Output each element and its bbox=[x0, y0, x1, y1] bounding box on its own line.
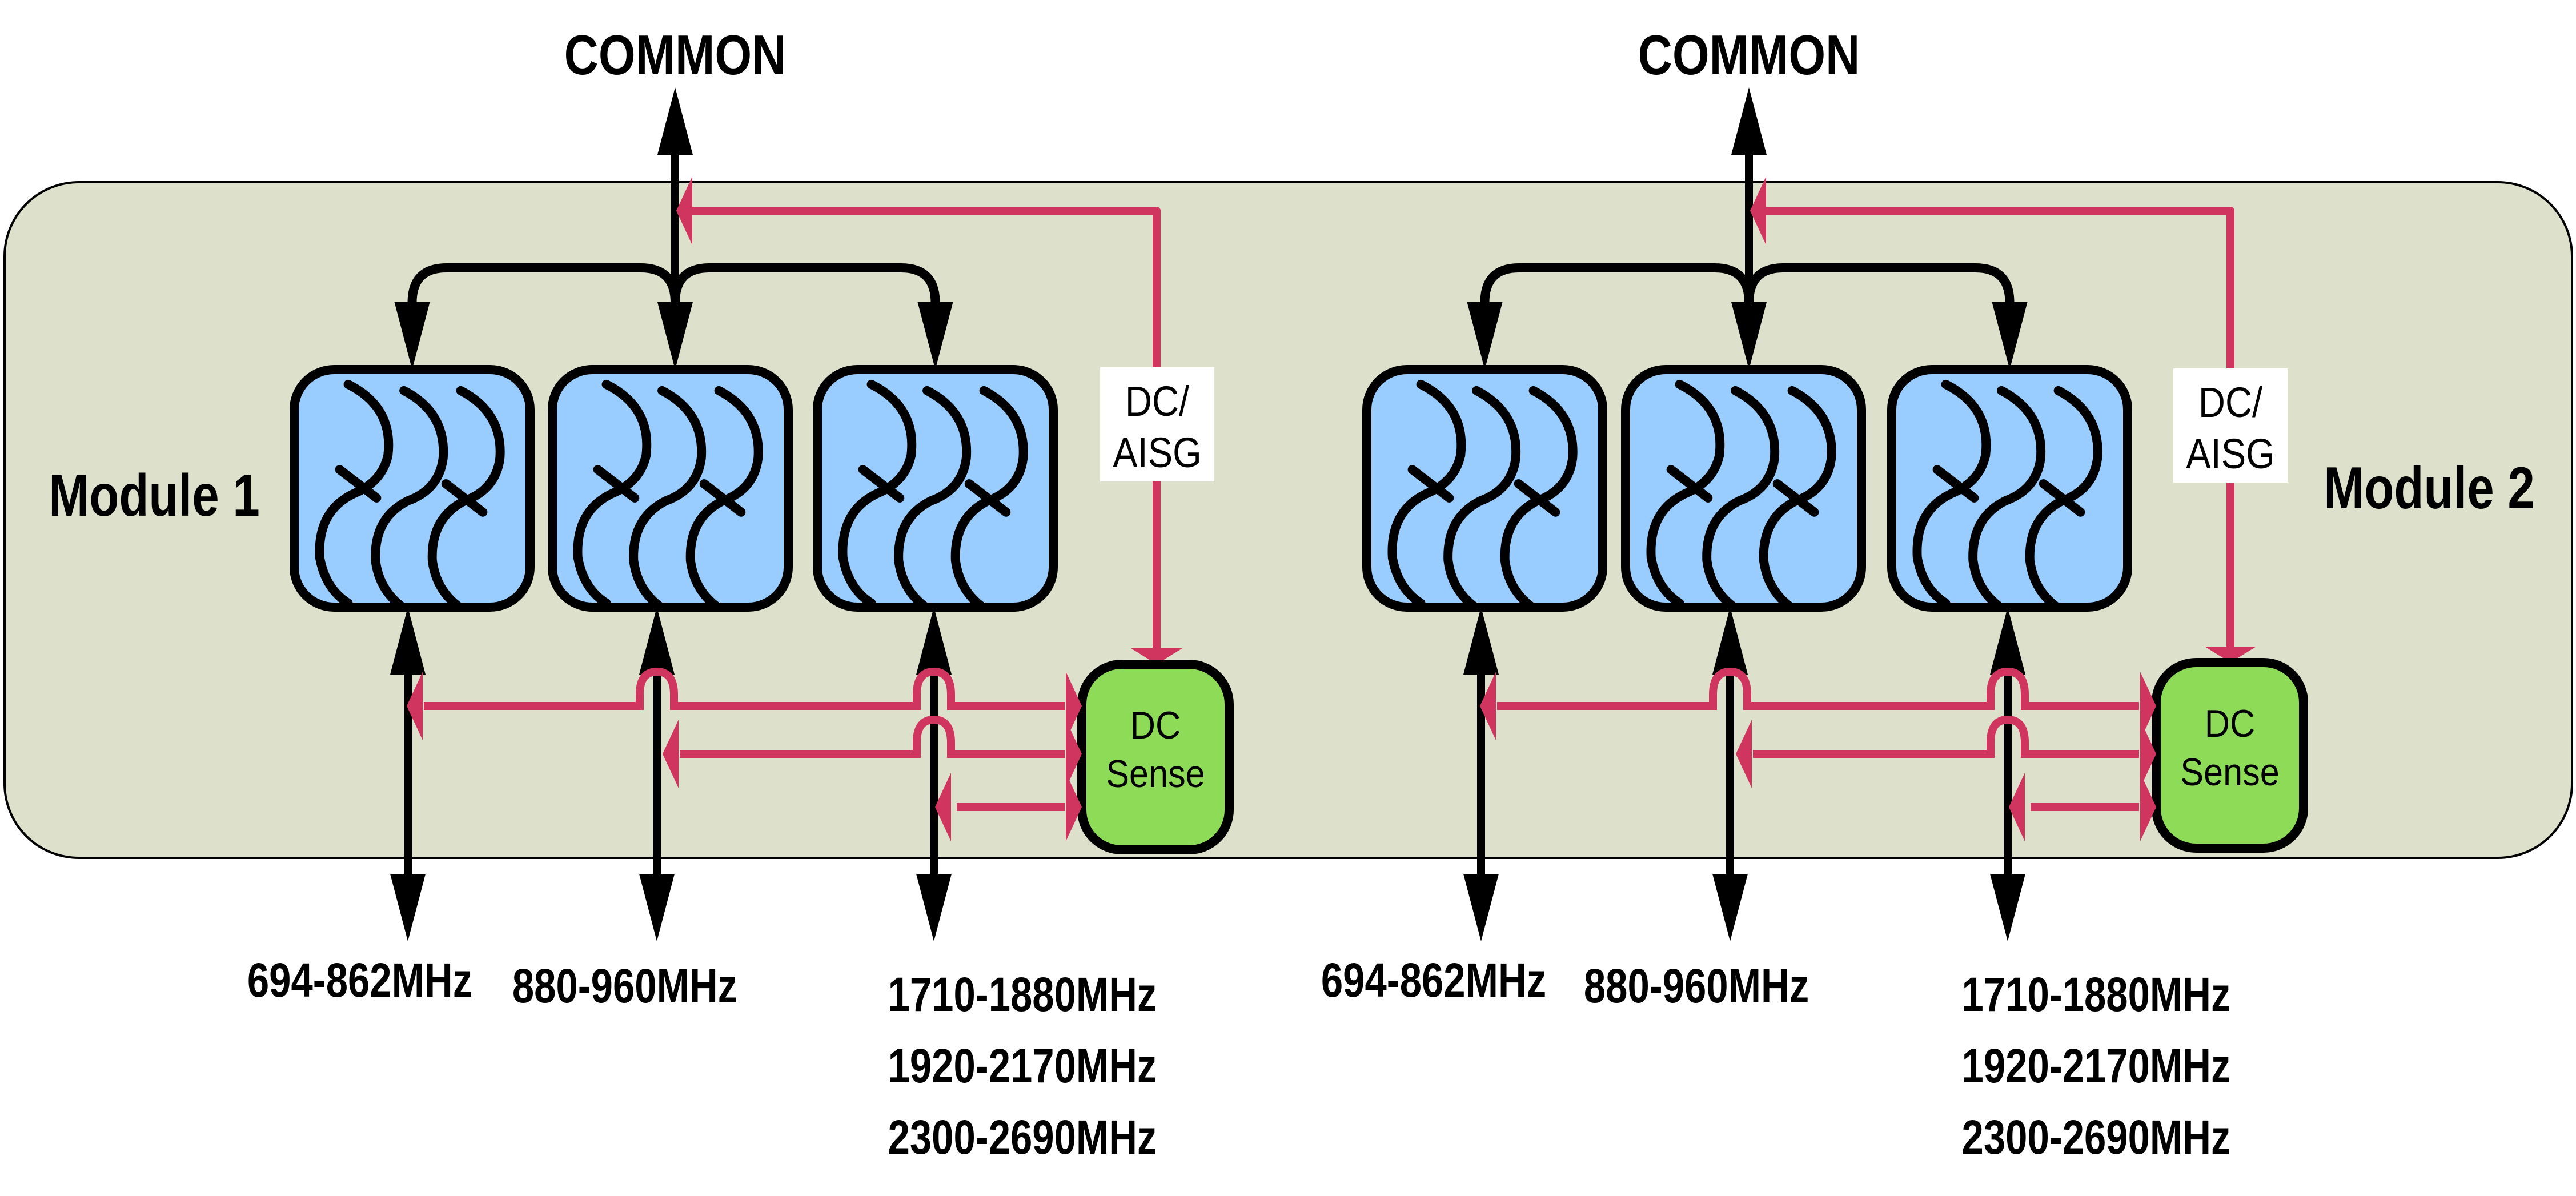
port-down-arrow-icon bbox=[1712, 874, 1748, 941]
port-down-arrow-icon bbox=[1463, 874, 1499, 941]
red-arrow-icon bbox=[1066, 720, 1082, 788]
port-up-arrow-icon bbox=[1463, 607, 1499, 675]
dc-sense-box bbox=[1077, 660, 1234, 854]
dc-aisg-path bbox=[1766, 207, 2234, 648]
dc-sense-line-2 bbox=[680, 715, 1065, 758]
filter-box bbox=[290, 365, 535, 612]
dc-sense-arrow-icon bbox=[1131, 648, 1182, 664]
filter-input-arrow-icon bbox=[1467, 302, 1503, 370]
filter-input-arrow-icon bbox=[917, 302, 953, 370]
bandpass-filter-1 bbox=[290, 365, 535, 612]
port-up-arrow-icon bbox=[390, 607, 426, 675]
red-arrow-icon bbox=[1066, 773, 1082, 841]
dc-sense-label: DC bbox=[2205, 701, 2255, 745]
dc-inject-arrow-icon bbox=[676, 176, 692, 245]
filter-box bbox=[1887, 365, 2132, 612]
module-2: COMMON DC/AISG DC Sense Module 2 694-862MHz 88… bbox=[1321, 25, 2535, 1165]
red-arrow-icon bbox=[407, 672, 423, 740]
frequency-band-label: 694-862MHz bbox=[1321, 954, 1546, 1008]
combiner-bus bbox=[407, 263, 940, 303]
module-label: Module 1 bbox=[49, 463, 260, 529]
frequency-band-label: 1710-1880MHz bbox=[888, 968, 1157, 1022]
frequency-band-label: 880-960MHz bbox=[1584, 960, 1809, 1013]
combiner-bus bbox=[1480, 263, 2015, 303]
bandpass-filter-2 bbox=[548, 365, 793, 612]
red-arrow-icon bbox=[2009, 773, 2025, 841]
bandpass-filter-3 bbox=[1887, 365, 2132, 612]
red-arrow-icon bbox=[1736, 720, 1752, 788]
filter-input-arrow-icon bbox=[1731, 302, 1767, 370]
dc-sense-box bbox=[2152, 658, 2308, 853]
port-down-arrow-icon bbox=[916, 874, 952, 941]
dc-sense-line-1 bbox=[424, 667, 1065, 710]
port-up-arrow-icon bbox=[916, 607, 952, 675]
frequency-band-label: 880-960MHz bbox=[512, 960, 737, 1013]
dc-aisg-label: AISG bbox=[2186, 430, 2275, 477]
filter-input-arrow-icon bbox=[1992, 302, 2028, 370]
frequency-band-label: 1920-2170MHz bbox=[888, 1040, 1157, 1093]
dc-sense-arrow-icon bbox=[2205, 647, 2256, 663]
dc-aisg-label-box bbox=[1100, 367, 1214, 481]
enclosure-panel bbox=[3, 181, 2573, 859]
bandpass-filter-3 bbox=[813, 365, 1058, 612]
red-arrow-icon bbox=[935, 773, 951, 841]
filter-box bbox=[1362, 365, 1607, 612]
dc-aisg-label: DC/ bbox=[1125, 378, 1190, 425]
common-arrow-icon bbox=[657, 87, 693, 155]
filter-input-arrow-icon bbox=[394, 302, 430, 370]
dc-aisg-label: AISG bbox=[1113, 429, 1202, 476]
port-up-arrow-icon bbox=[639, 607, 675, 675]
filter-box bbox=[1621, 365, 1866, 612]
red-arrow-icon bbox=[2140, 720, 2156, 788]
frequency-band-label: 2300-2690MHz bbox=[1962, 1111, 2231, 1165]
frequency-band-label: 1710-1880MHz bbox=[1962, 968, 2231, 1022]
port-up-arrow-icon bbox=[1712, 607, 1748, 675]
dc-aisg-label-box bbox=[2173, 368, 2288, 483]
red-arrow-icon bbox=[663, 720, 679, 788]
red-arrow-icon bbox=[2140, 672, 2156, 740]
filter-input-arrow-icon bbox=[657, 302, 693, 370]
common-port-label: COMMON bbox=[1638, 25, 1860, 87]
frequency-band-label: 2300-2690MHz bbox=[888, 1111, 1157, 1165]
filter-box bbox=[548, 365, 793, 612]
port-down-arrow-icon bbox=[639, 874, 675, 941]
filter-box bbox=[813, 365, 1058, 612]
dc-sense-label: DC bbox=[1130, 703, 1181, 747]
frequency-band-label: 1920-2170MHz bbox=[1962, 1040, 2231, 1093]
red-arrow-icon bbox=[1066, 672, 1082, 740]
dc-aisg-path bbox=[692, 207, 1161, 648]
red-arrow-icon bbox=[2140, 773, 2156, 841]
common-arrow-icon bbox=[1731, 87, 1767, 155]
bandpass-filter-2 bbox=[1621, 365, 1866, 612]
dc-sense-label: Sense bbox=[2180, 750, 2279, 794]
port-down-arrow-icon bbox=[1990, 874, 2025, 941]
dc-aisg-label: DC/ bbox=[2198, 379, 2263, 426]
frequency-band-label: 694-862MHz bbox=[247, 954, 472, 1008]
module-1: COMMON DC/AISG DC Sense Module 1 694-862MHz 88… bbox=[49, 25, 1234, 1165]
red-arrow-icon bbox=[1480, 672, 1496, 740]
bandpass-filter-1 bbox=[1362, 365, 1607, 612]
dc-sense-label: Sense bbox=[1106, 752, 1205, 796]
port-down-arrow-icon bbox=[390, 874, 426, 941]
module-label: Module 2 bbox=[2324, 455, 2535, 521]
common-port-label: COMMON bbox=[564, 25, 787, 87]
port-up-arrow-icon bbox=[1990, 607, 2025, 675]
dc-inject-arrow-icon bbox=[1750, 176, 1766, 245]
dc-sense-line-2 bbox=[1753, 715, 2139, 758]
dc-sense-line-1 bbox=[1497, 667, 2139, 710]
